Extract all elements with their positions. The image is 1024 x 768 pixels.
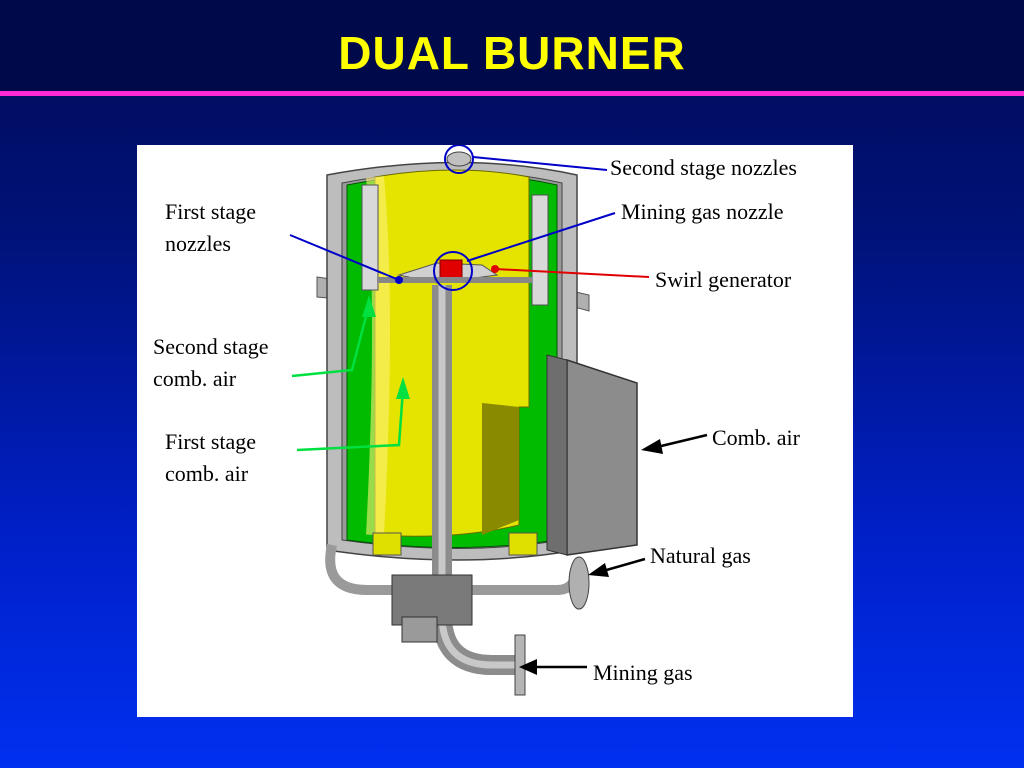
base-block-right [508,532,538,556]
comb-air-arrowhead [641,439,663,454]
burner-cutaway-drawing [289,145,708,696]
liner-opening [482,403,519,535]
natural-gas-flange [568,556,590,610]
comb-air-box [566,358,638,556]
mining-gas-arrowhead [519,659,537,675]
leader-mining-gas-nozzle [466,212,616,262]
leader-second-stage-nozzles [472,156,608,171]
second-stage-air-arrowhead [362,295,376,317]
label-first-stage-nozzles-line1: First stage [165,199,257,224]
leader-swirl-generator [494,268,650,278]
first-stage-nozzle-dot [395,276,403,284]
swirl-generator-core [439,259,463,279]
natural-gas-arrowhead [588,563,609,577]
second-stage-air-arrow [291,304,371,378]
label-mining-gas: Mining gas [593,660,693,685]
label-first-stage-air-line1: First stage [165,429,257,454]
natural-gas-arrow [602,557,646,573]
leader-first-stage-nozzles [289,234,400,281]
slide-title: DUAL BURNER [338,27,686,79]
label-first-stage-nozzles-line2: nozzles [165,231,231,256]
swirl-dot [491,265,499,273]
label-swirl-generator: Swirl generator [655,267,792,292]
label-second-stage-nozzles: Second stage nozzles [610,155,797,180]
mining-gas-nozzle-marker [433,251,473,291]
diagram-panel [137,145,853,717]
label-mining-gas-nozzle: Mining gas nozzle [621,199,784,224]
base-block-left [372,532,402,556]
first-stage-air-arrowhead [396,377,410,399]
title-bar [0,0,1024,92]
comb-air-arrow [656,433,708,449]
second-stage-nozzle-marker [444,145,474,174]
second-stage-nozzle-cap [446,151,472,167]
lower-fitting [401,616,438,643]
label-second-stage-air-line2: comb. air [153,366,237,391]
label-comb-air: Comb. air [712,425,800,450]
right-wall-insert [531,194,549,306]
label-natural-gas: Natural gas [650,543,751,568]
label-first-stage-air-line2: comb. air [165,461,249,486]
first-stage-air-arrow [296,388,405,452]
left-wall-insert [361,184,379,291]
label-second-stage-air-line1: Second stage [153,334,269,359]
title-rule [0,91,1024,96]
comb-air-box-side [546,354,568,556]
